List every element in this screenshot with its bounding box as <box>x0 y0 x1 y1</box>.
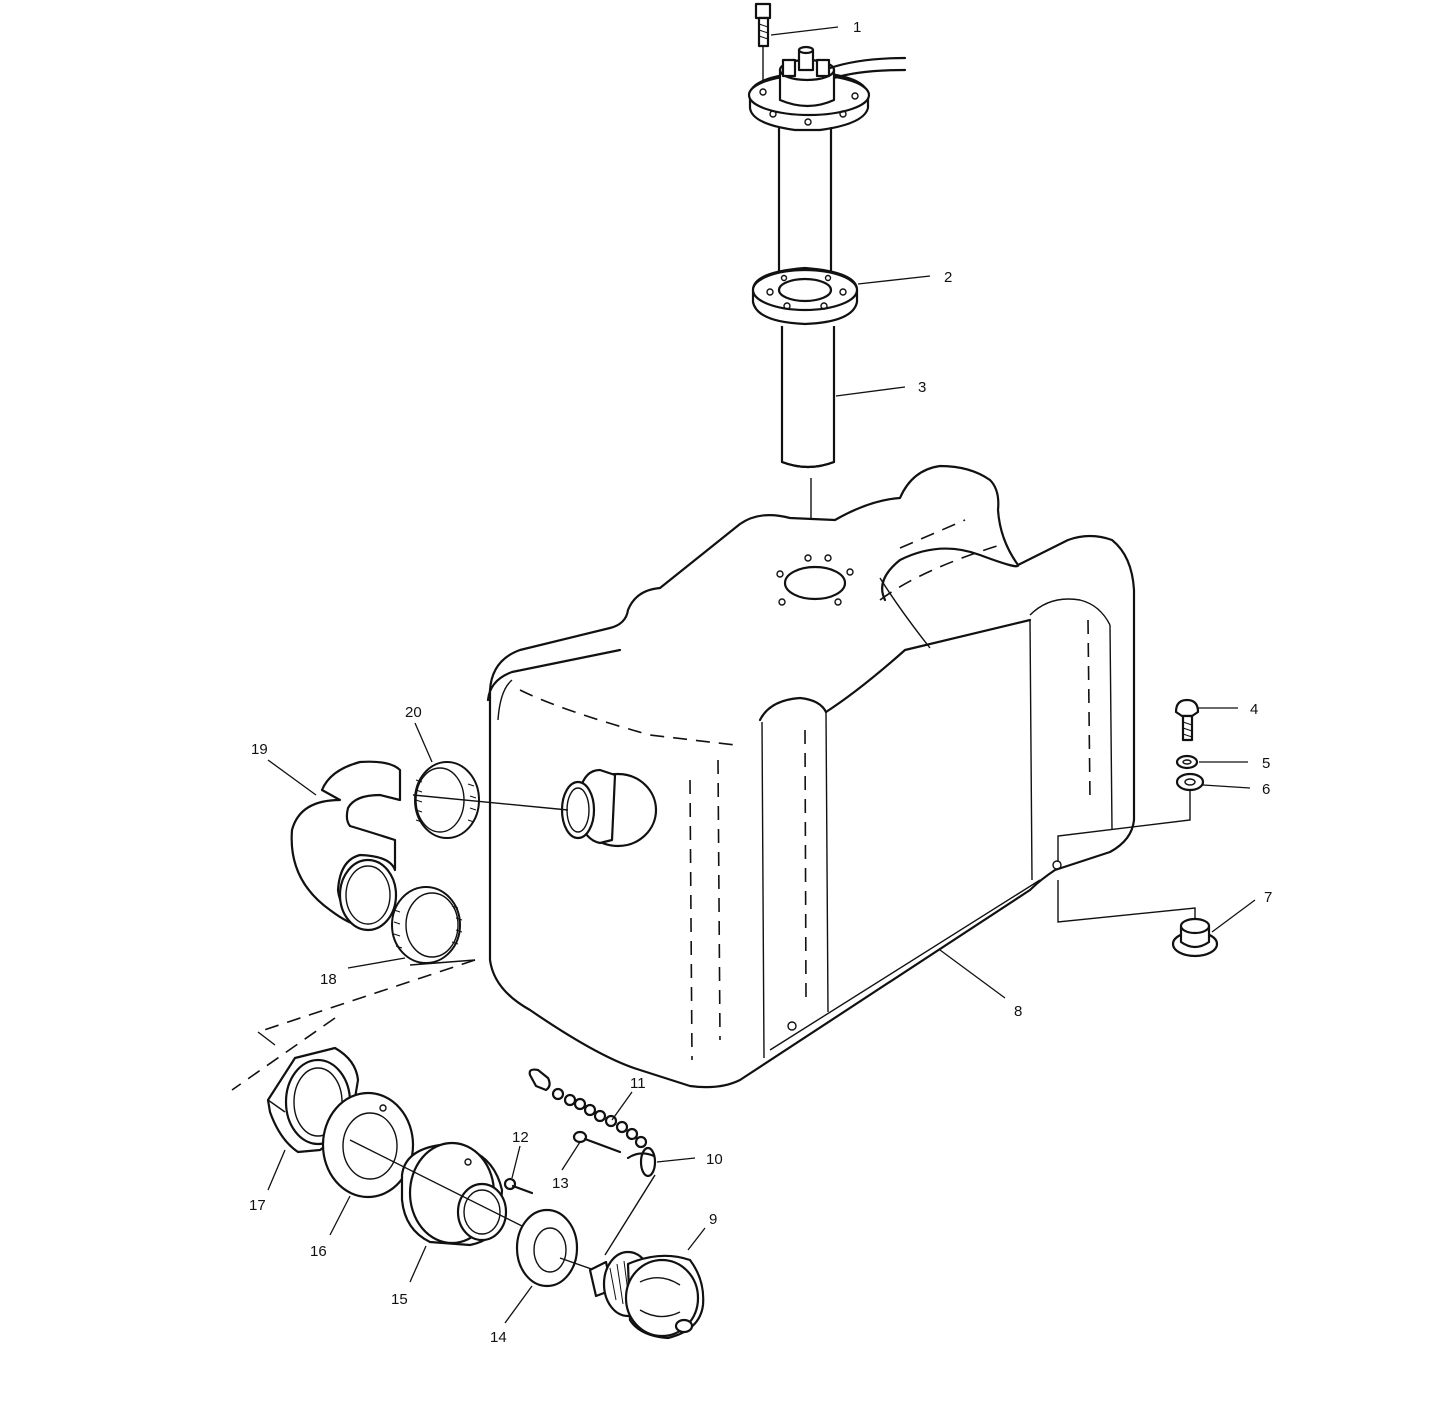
callout-5: 5 <box>1262 755 1270 772</box>
hose-centerline-upper <box>412 794 569 811</box>
part-3-tube <box>780 326 836 469</box>
part-4-bolt <box>1174 698 1200 742</box>
part-6-washer <box>1175 772 1205 792</box>
part-15-filler-neck <box>400 1141 508 1247</box>
bolt-path-line <box>1057 790 1191 862</box>
part-2-gasket <box>751 266 859 326</box>
part-20-clamp <box>414 761 480 839</box>
callout-labels: 1 2 3 4 5 6 7 8 9 10 11 12 13 14 15 16 1… <box>249 19 1272 1346</box>
callout-10: 10 <box>706 1151 723 1168</box>
part-18-clamp <box>391 886 463 964</box>
callout-7: 7 <box>1264 889 1272 906</box>
part-11-chain <box>528 1068 648 1149</box>
callout-8: 8 <box>1014 1003 1022 1020</box>
callout-3: 3 <box>918 379 926 396</box>
part-13-screw <box>572 1130 622 1154</box>
part-14-washer <box>515 1208 579 1288</box>
callout-19: 19 <box>251 741 268 758</box>
part-10-ring <box>626 1146 657 1178</box>
tether-line <box>604 1174 656 1256</box>
callout-9: 9 <box>709 1211 717 1228</box>
callout-16: 16 <box>310 1243 327 1260</box>
callout-18: 18 <box>320 971 337 988</box>
part-16-gasket <box>321 1091 415 1199</box>
part-1-bolt <box>754 2 772 80</box>
upper-tube <box>777 126 833 287</box>
part-7-grommet <box>1171 917 1219 958</box>
callout-11: 11 <box>630 1075 646 1092</box>
sender-cap <box>747 45 907 132</box>
callout-4: 4 <box>1250 701 1258 718</box>
leader-lines <box>267 26 1256 1324</box>
part-5-lock-washer <box>1175 754 1199 770</box>
grommet-path-line <box>1057 880 1196 923</box>
neck-centerline <box>349 1139 531 1231</box>
callout-15: 15 <box>391 1291 408 1308</box>
callout-6: 6 <box>1262 781 1270 798</box>
callout-1: 1 <box>853 19 861 36</box>
filler-centerline-lower <box>231 1017 336 1091</box>
callout-2: 2 <box>944 269 952 286</box>
filler-centerline <box>257 959 476 1033</box>
filler-bracket-lines <box>257 959 476 1046</box>
callout-14: 14 <box>490 1329 507 1346</box>
callout-17: 17 <box>249 1197 266 1214</box>
part-8-tank <box>486 464 1136 1089</box>
part-12-screw <box>503 1177 534 1195</box>
callout-20: 20 <box>405 704 422 721</box>
callout-12: 12 <box>512 1129 529 1146</box>
part-9-cap <box>588 1250 705 1340</box>
callout-13: 13 <box>552 1175 569 1192</box>
part-19-hose <box>290 760 402 932</box>
